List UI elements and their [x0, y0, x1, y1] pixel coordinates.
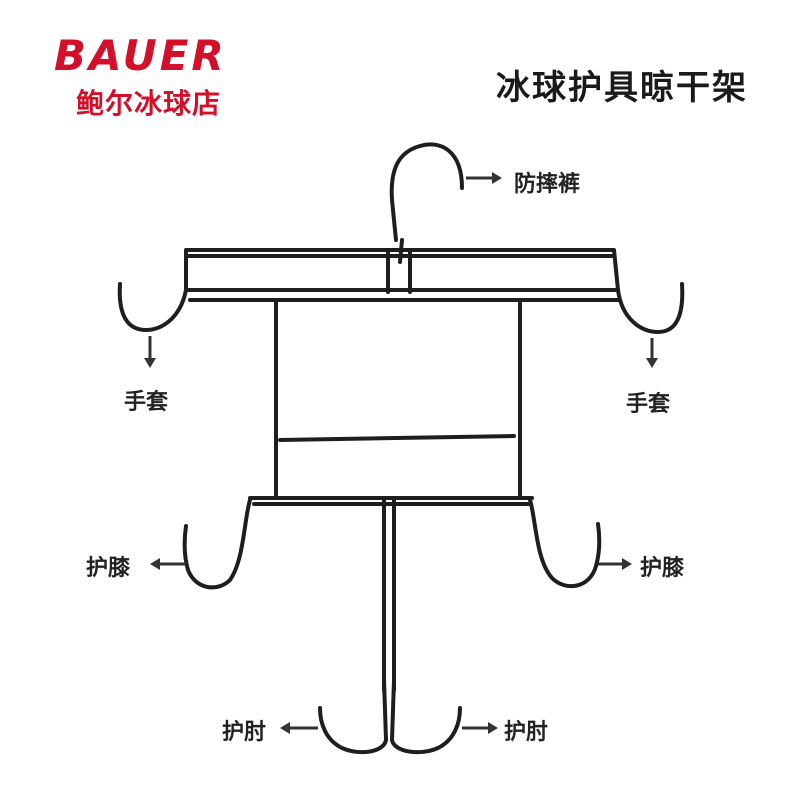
elbow-hook-right [390, 678, 462, 755]
arrow-elbow-left [280, 722, 318, 734]
arrow-glove-right [646, 338, 658, 368]
knee-hook-right [528, 498, 602, 588]
body-middle-bar [278, 434, 516, 442]
bauer-logo: BAUER [54, 31, 227, 80]
shop-name: 鲍尔冰球店 [76, 87, 222, 120]
label-knee-left: 护膝 [86, 556, 131, 581]
label-knee-right: 护膝 [640, 556, 685, 581]
arrow-knee-right [598, 558, 632, 570]
glove-hook-right [616, 282, 685, 334]
page-title: 冰球护具晾干架 [496, 68, 748, 108]
bauer-logo-text: BAUER [54, 31, 227, 80]
arrow-top-hook [466, 172, 502, 184]
label-top-hook: 防摔裤 [514, 172, 581, 197]
arrow-elbow-right [462, 722, 498, 734]
top-hook-wire [389, 142, 464, 242]
label-elbow-right: 护肘 [504, 720, 549, 745]
label-glove-left: 手套 [124, 390, 169, 415]
elbow-hook-left [318, 678, 388, 755]
label-elbow-left: 护肘 [222, 720, 267, 745]
knee-hook-left [182, 498, 252, 590]
arrow-knee-left [150, 558, 186, 570]
glove-hook-left [117, 282, 188, 332]
label-glove-right: 手套 [626, 392, 671, 417]
arrow-glove-left [144, 336, 156, 368]
